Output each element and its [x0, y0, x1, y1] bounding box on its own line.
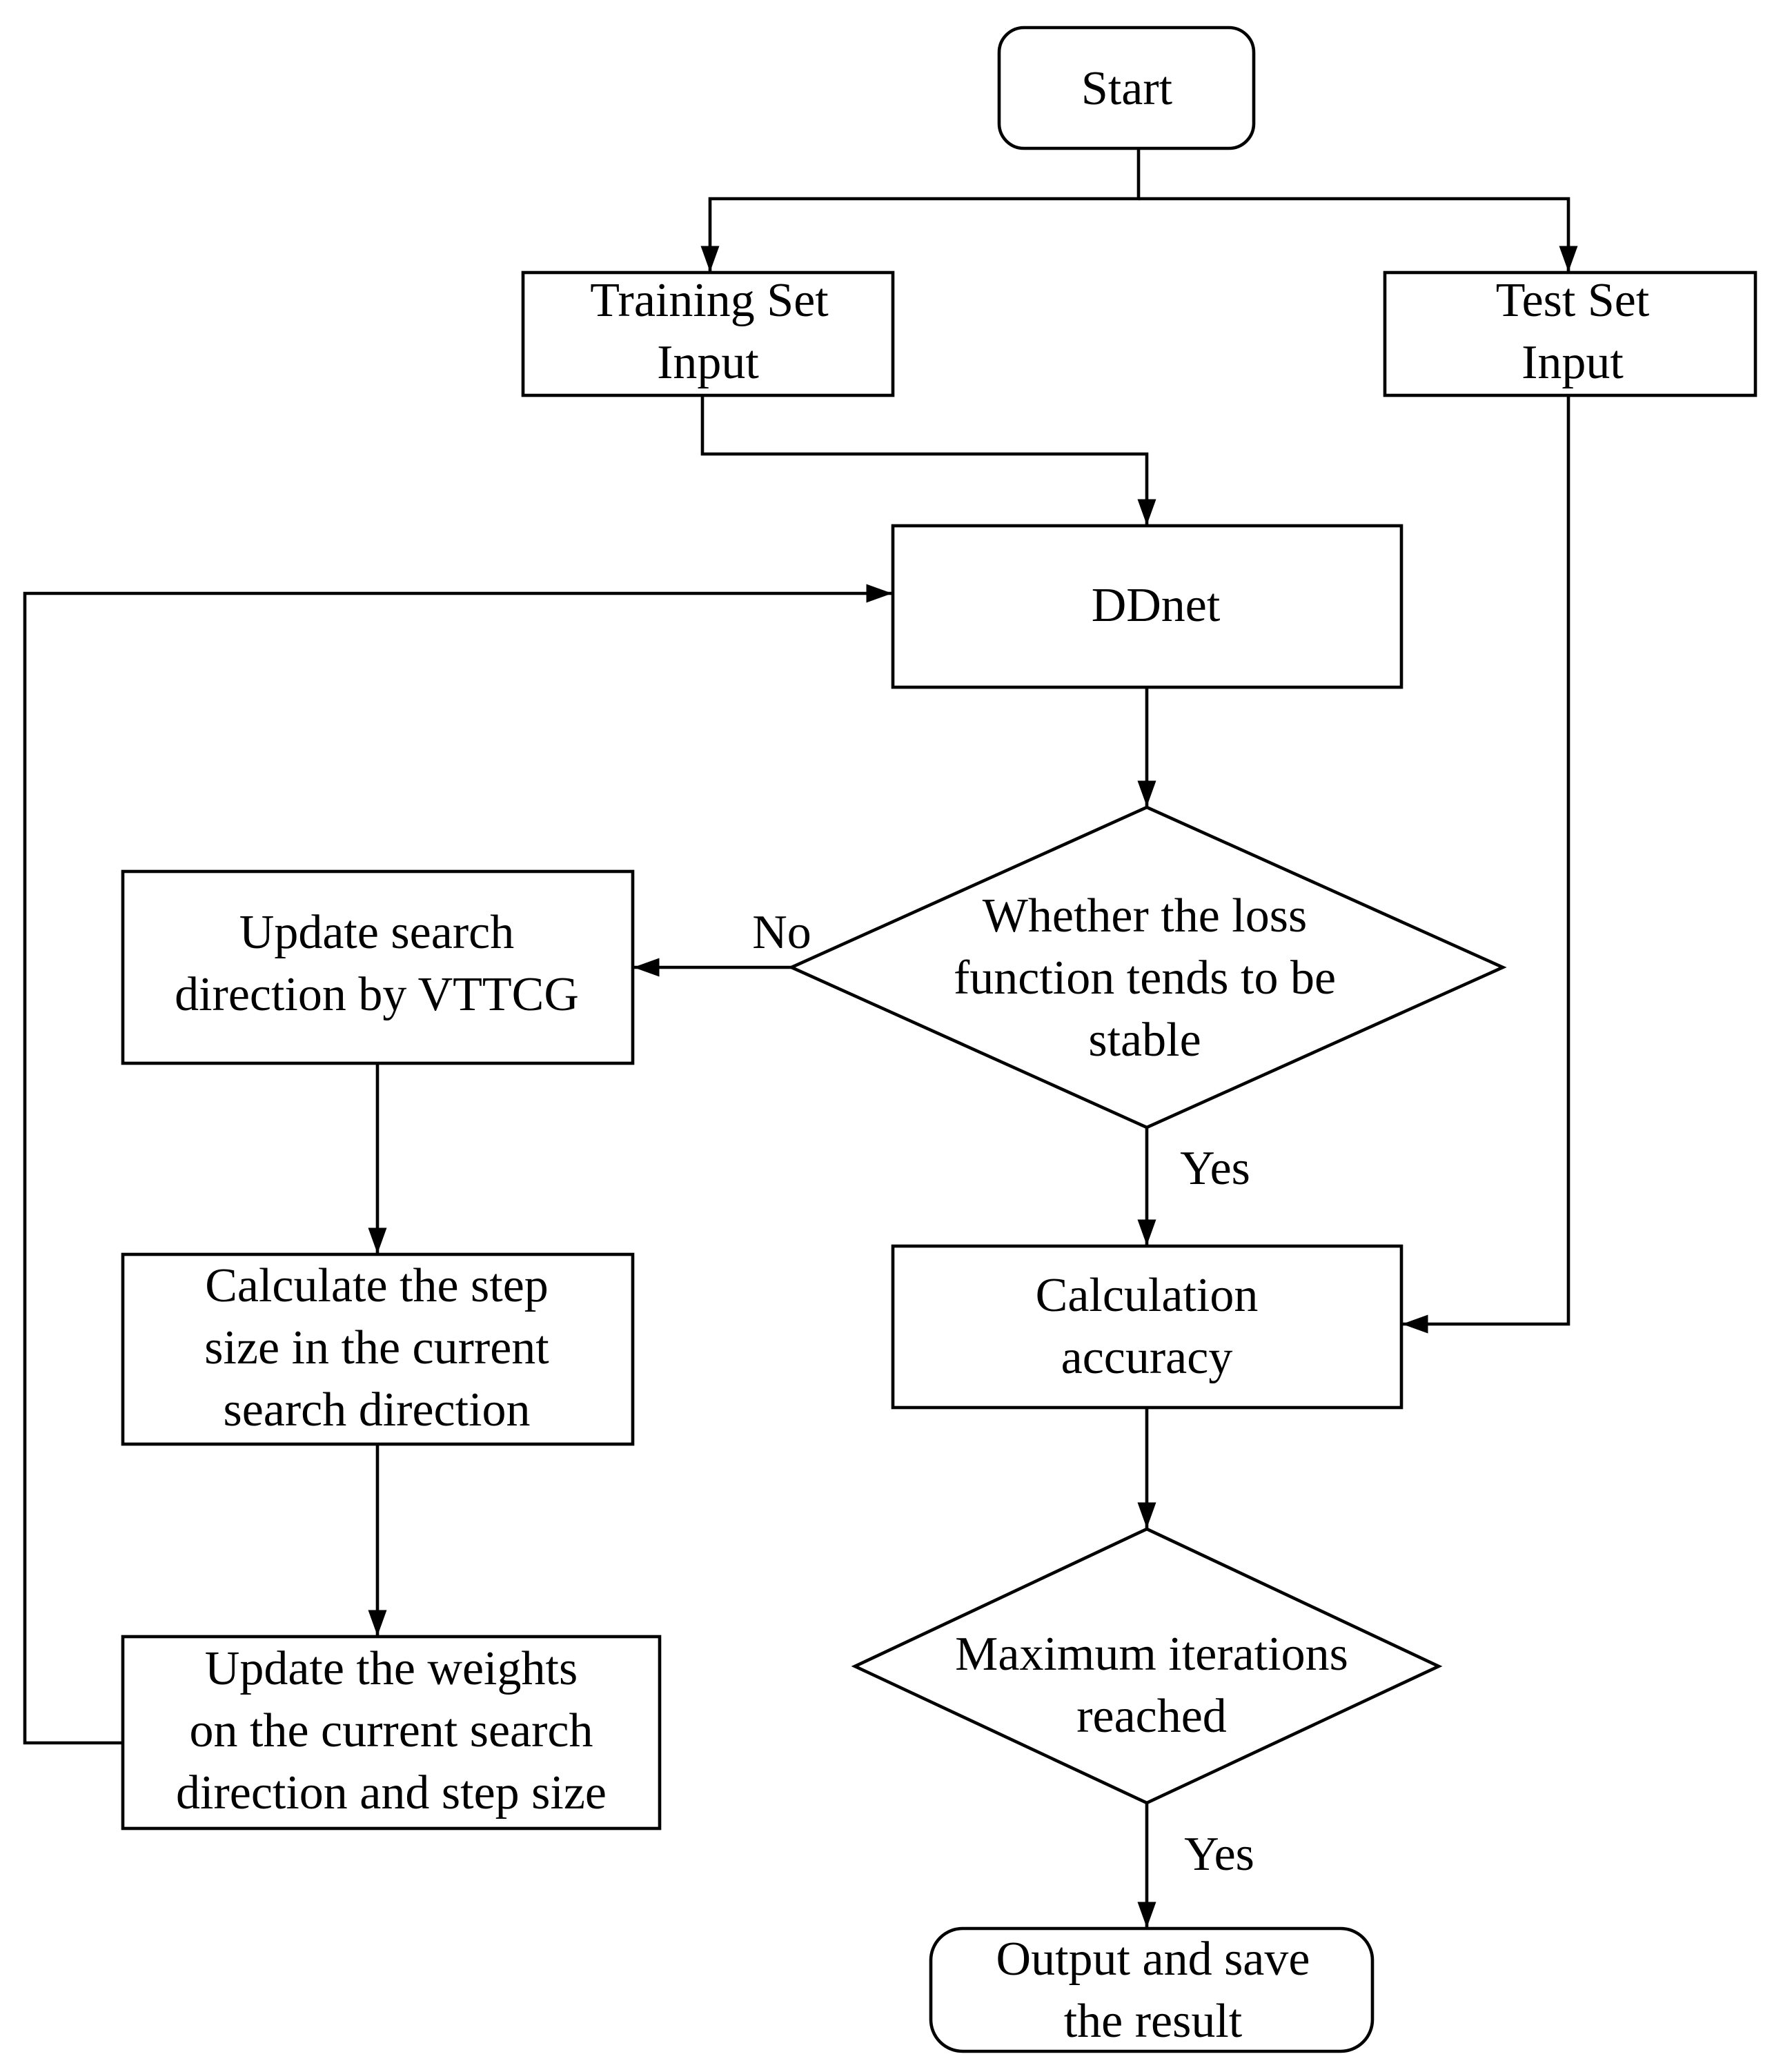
- test-set-label-line2: Input: [1521, 336, 1624, 389]
- step-size-label-line2: size in the current: [204, 1321, 549, 1374]
- start-label: Start: [1081, 62, 1173, 115]
- update-weights-box: [121, 1635, 662, 1831]
- step-size-label-line3: search direction: [223, 1383, 530, 1437]
- no-branch-label: No: [752, 906, 811, 959]
- training-set-box: [521, 270, 895, 397]
- calc-accuracy-box: [891, 1244, 1403, 1410]
- update-direction-box: [121, 869, 635, 1065]
- start-to-training-arrow: [700, 148, 1141, 272]
- step-size-box: [121, 1252, 635, 1446]
- iterations-yes-label: Yes: [1184, 1828, 1254, 1881]
- start-to-test-arrow: [1139, 197, 1578, 272]
- max-iterations-label-line2: reached: [1076, 1690, 1227, 1743]
- update-weights-label-line1: Update the weights: [205, 1642, 578, 1695]
- training-to-ddnet-arrow: [700, 395, 1156, 525]
- loss-decision-label-line3: stable: [1088, 1014, 1201, 1067]
- calc-accuracy-label-line1: Calculation: [1036, 1269, 1259, 1322]
- output-label-line2: the result: [1064, 1995, 1243, 2048]
- ddnet-label: DDnet: [1092, 579, 1221, 632]
- start-terminal: [997, 26, 1256, 150]
- update-direction-label-line1: Update search: [239, 906, 514, 959]
- test-set-box: [1383, 270, 1757, 397]
- training-set-label-line2: Input: [657, 336, 759, 389]
- test-set-label-line1: Test Set: [1496, 274, 1650, 327]
- loss-decision-label-line2: function tends to be: [954, 951, 1336, 1005]
- update-weights-label-line2: on the current search: [190, 1704, 593, 1757]
- weights-loop-back-arrow: [23, 584, 892, 1745]
- yes-branch-label: Yes: [1180, 1142, 1250, 1195]
- step-size-label-line1: Calculate the step: [205, 1259, 549, 1312]
- update-direction-label-line2: direction by VTTCG: [175, 968, 579, 1021]
- ddnet-box: [891, 524, 1403, 689]
- output-label-line1: Output and save: [996, 1933, 1310, 1986]
- calc-accuracy-label-line2: accuracy: [1061, 1331, 1233, 1384]
- test-to-accuracy-arrow: [1402, 395, 1570, 1334]
- update-weights-label-line3: direction and step size: [176, 1766, 607, 1819]
- output-terminal: [929, 1926, 1375, 2053]
- max-iterations-label-line1: Maximum iterations: [955, 1628, 1348, 1681]
- training-set-label-line1: Training Set: [590, 274, 829, 327]
- loss-decision-label-line1: Whether the loss: [983, 889, 1307, 943]
